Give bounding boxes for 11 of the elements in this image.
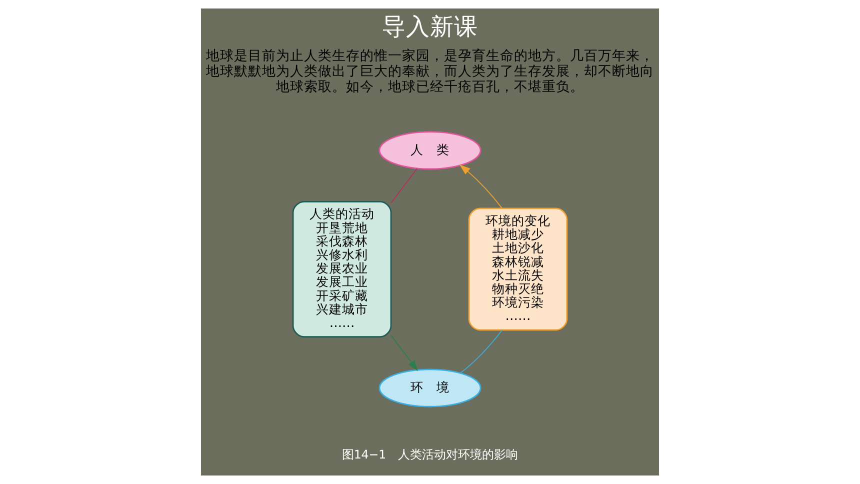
arrow [390,335,418,372]
node-ellipse: 人 类 [378,131,482,170]
arrow [459,164,503,209]
node-ellipse: 环 境 [378,368,482,408]
label: 地球是目前为止人类生存的惟一家园，是孕育生命的地方。几百万年来，地球默默地为人类做出了巨大的奉献，而人类为了生存发展，却不断地向地球索取。如今，地球已经千疮百孔，不堪重负。 [206,48,654,95]
node-box: 环境的变化 耕地减少 土地沙化 森林锐减 水土流失 物种灭绝 环境污染 …… [468,208,568,331]
node-box: 人类的活动 开垦荒地 采伐森林 兴修水利 发展农业 发展工业 开采矿藏 兴建城市 …… [292,200,392,338]
diagram-title: 导入新课 [382,12,478,41]
caption: 图14−1 人类活动对环境的影响 [342,448,518,462]
connector [460,330,503,374]
connector [390,168,418,204]
